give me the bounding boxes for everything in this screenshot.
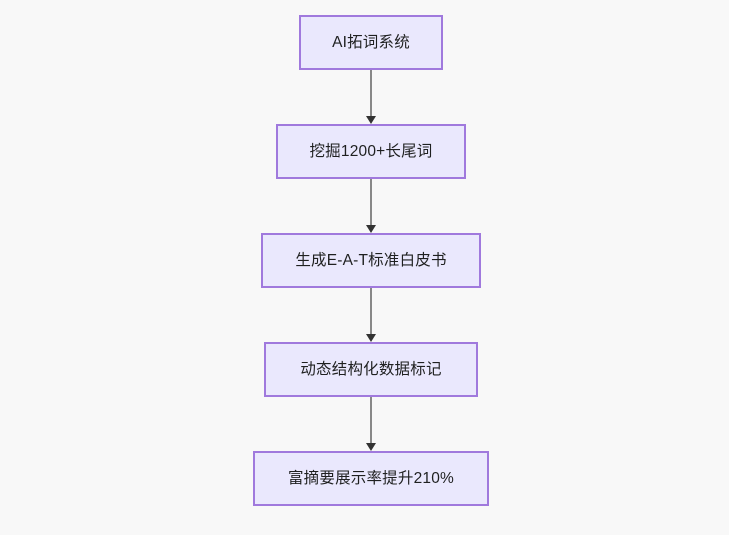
flow-node-2[interactable]: 挖掘1200+长尾词 (276, 124, 466, 179)
flow-node-3[interactable]: 生成E-A-T标准白皮书 (261, 233, 481, 288)
flow-node-label: 生成E-A-T标准白皮书 (295, 251, 447, 269)
arrowhead-down-icon (366, 225, 376, 233)
arrowhead-down-icon (366, 116, 376, 124)
flow-connector-1 (364, 70, 378, 124)
flow-node-1[interactable]: AI拓词系统 (299, 15, 443, 70)
flow-node-label: 动态结构化数据标记 (300, 360, 442, 378)
connector-line-icon (370, 288, 372, 334)
flow-node-label: 挖掘1200+长尾词 (309, 142, 433, 160)
flow-node-label: AI拓词系统 (332, 33, 410, 51)
flow-connector-4 (364, 397, 378, 451)
arrowhead-down-icon (366, 334, 376, 342)
connector-line-icon (370, 70, 372, 116)
flow-connector-2 (364, 179, 378, 233)
arrowhead-down-icon (366, 443, 376, 451)
connector-line-icon (370, 397, 372, 443)
connector-line-icon (370, 179, 372, 225)
flow-connector-3 (364, 288, 378, 342)
flow-node-label: 富摘要展示率提升210% (287, 469, 455, 487)
flow-node-5[interactable]: 富摘要展示率提升210% (253, 451, 489, 506)
flow-node-4[interactable]: 动态结构化数据标记 (264, 342, 478, 397)
